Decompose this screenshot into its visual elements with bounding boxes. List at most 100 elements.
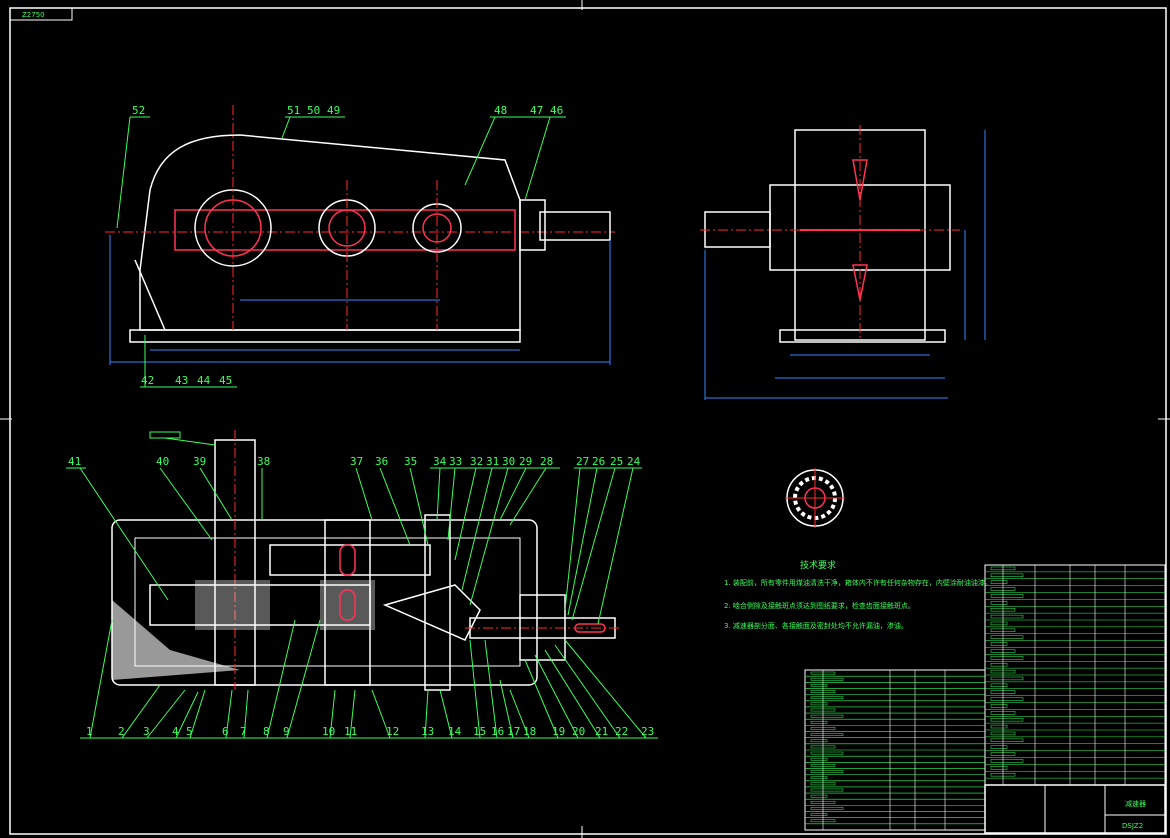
callout-25: 25 [610, 455, 623, 468]
callout-22: 22 [615, 725, 628, 738]
housing-outline [139, 134, 521, 331]
table-cell-mark [990, 656, 1024, 660]
section-view [111, 430, 620, 691]
callout-4: 4 [172, 725, 179, 738]
table-cell-mark [810, 788, 844, 792]
callout-24: 24 [627, 455, 641, 468]
table-cell-mark [990, 738, 1024, 742]
callout-37: 37 [350, 455, 363, 468]
table-cell-mark [810, 677, 844, 681]
table-cell-mark [810, 696, 844, 700]
callout-10: 10 [322, 725, 335, 738]
table-cell-mark [810, 702, 828, 706]
oil-gauge [134, 259, 166, 331]
table-cell-mark [990, 635, 1024, 639]
table-cell-mark [990, 594, 1024, 598]
corner-label: Z2750 [22, 11, 45, 19]
callout-9: 9 [283, 725, 290, 738]
callout-19: 19 [552, 725, 565, 738]
corner-label-box [9, 7, 73, 21]
table-cell-mark [990, 601, 1008, 605]
table-cell-mark [990, 580, 1008, 584]
callout-47: 47 [530, 104, 543, 117]
side-view [700, 125, 986, 400]
callout-3: 3 [143, 725, 150, 738]
callout-46: 46 [550, 104, 563, 117]
callout-44: 44 [197, 374, 211, 387]
callout-45: 45 [219, 374, 232, 387]
callout-50: 50 [307, 104, 320, 117]
table-cell-mark [810, 757, 828, 761]
front-callouts: 52 51 50 49 48 47 46 42 43 44 45 [116, 104, 566, 388]
callout-26: 26 [592, 455, 605, 468]
title-block: 减速器 DSJZ2 [984, 784, 1166, 834]
callout-23: 23 [641, 725, 654, 738]
table-cell-mark [810, 807, 844, 810]
callout-1: 1 [86, 725, 93, 738]
callout-34: 34 [433, 455, 447, 468]
callout-52: 52 [132, 104, 145, 117]
sheet-border [9, 7, 1167, 835]
table-cell-mark [990, 766, 1008, 770]
front-view [105, 105, 615, 365]
tech-req-heading: 技术要求 [800, 559, 836, 571]
callout-27: 27 [576, 455, 589, 468]
table-cell-mark [810, 684, 828, 687]
table-cell-mark [990, 621, 1008, 626]
tech-req-item-1: 1. 装配前，所有零件用煤油清洗干净，箱体内不许有任何杂物存在，内壁涂耐油油漆。 [724, 578, 992, 587]
callout-38: 38 [257, 455, 270, 468]
table-cell-mark [810, 751, 844, 755]
callout-33: 33 [449, 455, 462, 468]
table-cell-mark [990, 745, 1008, 749]
table-cell-mark [810, 813, 828, 816]
spline-section-detail [785, 468, 845, 528]
callout-49: 49 [327, 104, 340, 117]
section-top-callouts: 41 40 39 38 37 36 35 34 33 32 31 30 29 2… [66, 455, 642, 625]
parts-list-left [804, 669, 986, 831]
tech-req-item-3: 3. 减速器剖分面、各接触面及密封处均不允许漏油，渗油。 [724, 621, 908, 630]
table-cell-mark [810, 776, 828, 780]
callout-31: 31 [486, 455, 499, 468]
table-cell-mark [810, 733, 844, 736]
callout-29: 29 [519, 455, 532, 468]
section-bottom-callouts: 1 2 3 4 5 6 7 8 9 10 11 12 13 14 15 16 1… [80, 619, 658, 739]
callout-20: 20 [572, 725, 585, 738]
parts-list-right [984, 564, 1166, 786]
hatched-wall [112, 600, 240, 680]
callout-6: 6 [222, 725, 229, 738]
callout-32: 32 [470, 455, 483, 468]
callout-2: 2 [118, 725, 125, 738]
callout-17: 17 [507, 725, 520, 738]
table-cell-mark [990, 614, 1024, 619]
housing-base [129, 329, 521, 343]
table-cell-mark [810, 739, 828, 743]
table-cell-mark [990, 683, 1008, 687]
table-cell-mark [810, 794, 828, 798]
callout-28: 28 [540, 455, 553, 468]
callout-21: 21 [595, 725, 608, 738]
callout-35: 35 [404, 455, 417, 468]
callout-18: 18 [523, 725, 536, 738]
technical-requirements: 技术要求 1. 装配前，所有零件用煤油清洗干净，箱体内不许有任何杂物存在，内壁涂… [724, 559, 992, 630]
table-cell-mark [990, 663, 1008, 667]
callout-40: 40 [156, 455, 169, 468]
table-cell-mark [990, 573, 1024, 577]
table-cell-mark [810, 770, 844, 773]
table-cell-mark [990, 724, 1008, 729]
table-cell-mark [990, 697, 1024, 701]
title-block-name: 减速器 [1125, 799, 1146, 808]
table-cell-mark [990, 759, 1024, 763]
bevel-gear [382, 584, 481, 641]
table-cell-mark [990, 642, 1008, 646]
flange-line [174, 209, 516, 251]
callout-5: 5 [186, 725, 193, 738]
table-cell-mark [990, 718, 1024, 722]
callout-30: 30 [502, 455, 515, 468]
callout-36: 36 [375, 455, 388, 468]
callout-42: 42 [141, 374, 154, 387]
callout-8: 8 [263, 725, 270, 738]
table-cell-mark [810, 720, 828, 724]
callout-51: 51 [287, 104, 300, 117]
